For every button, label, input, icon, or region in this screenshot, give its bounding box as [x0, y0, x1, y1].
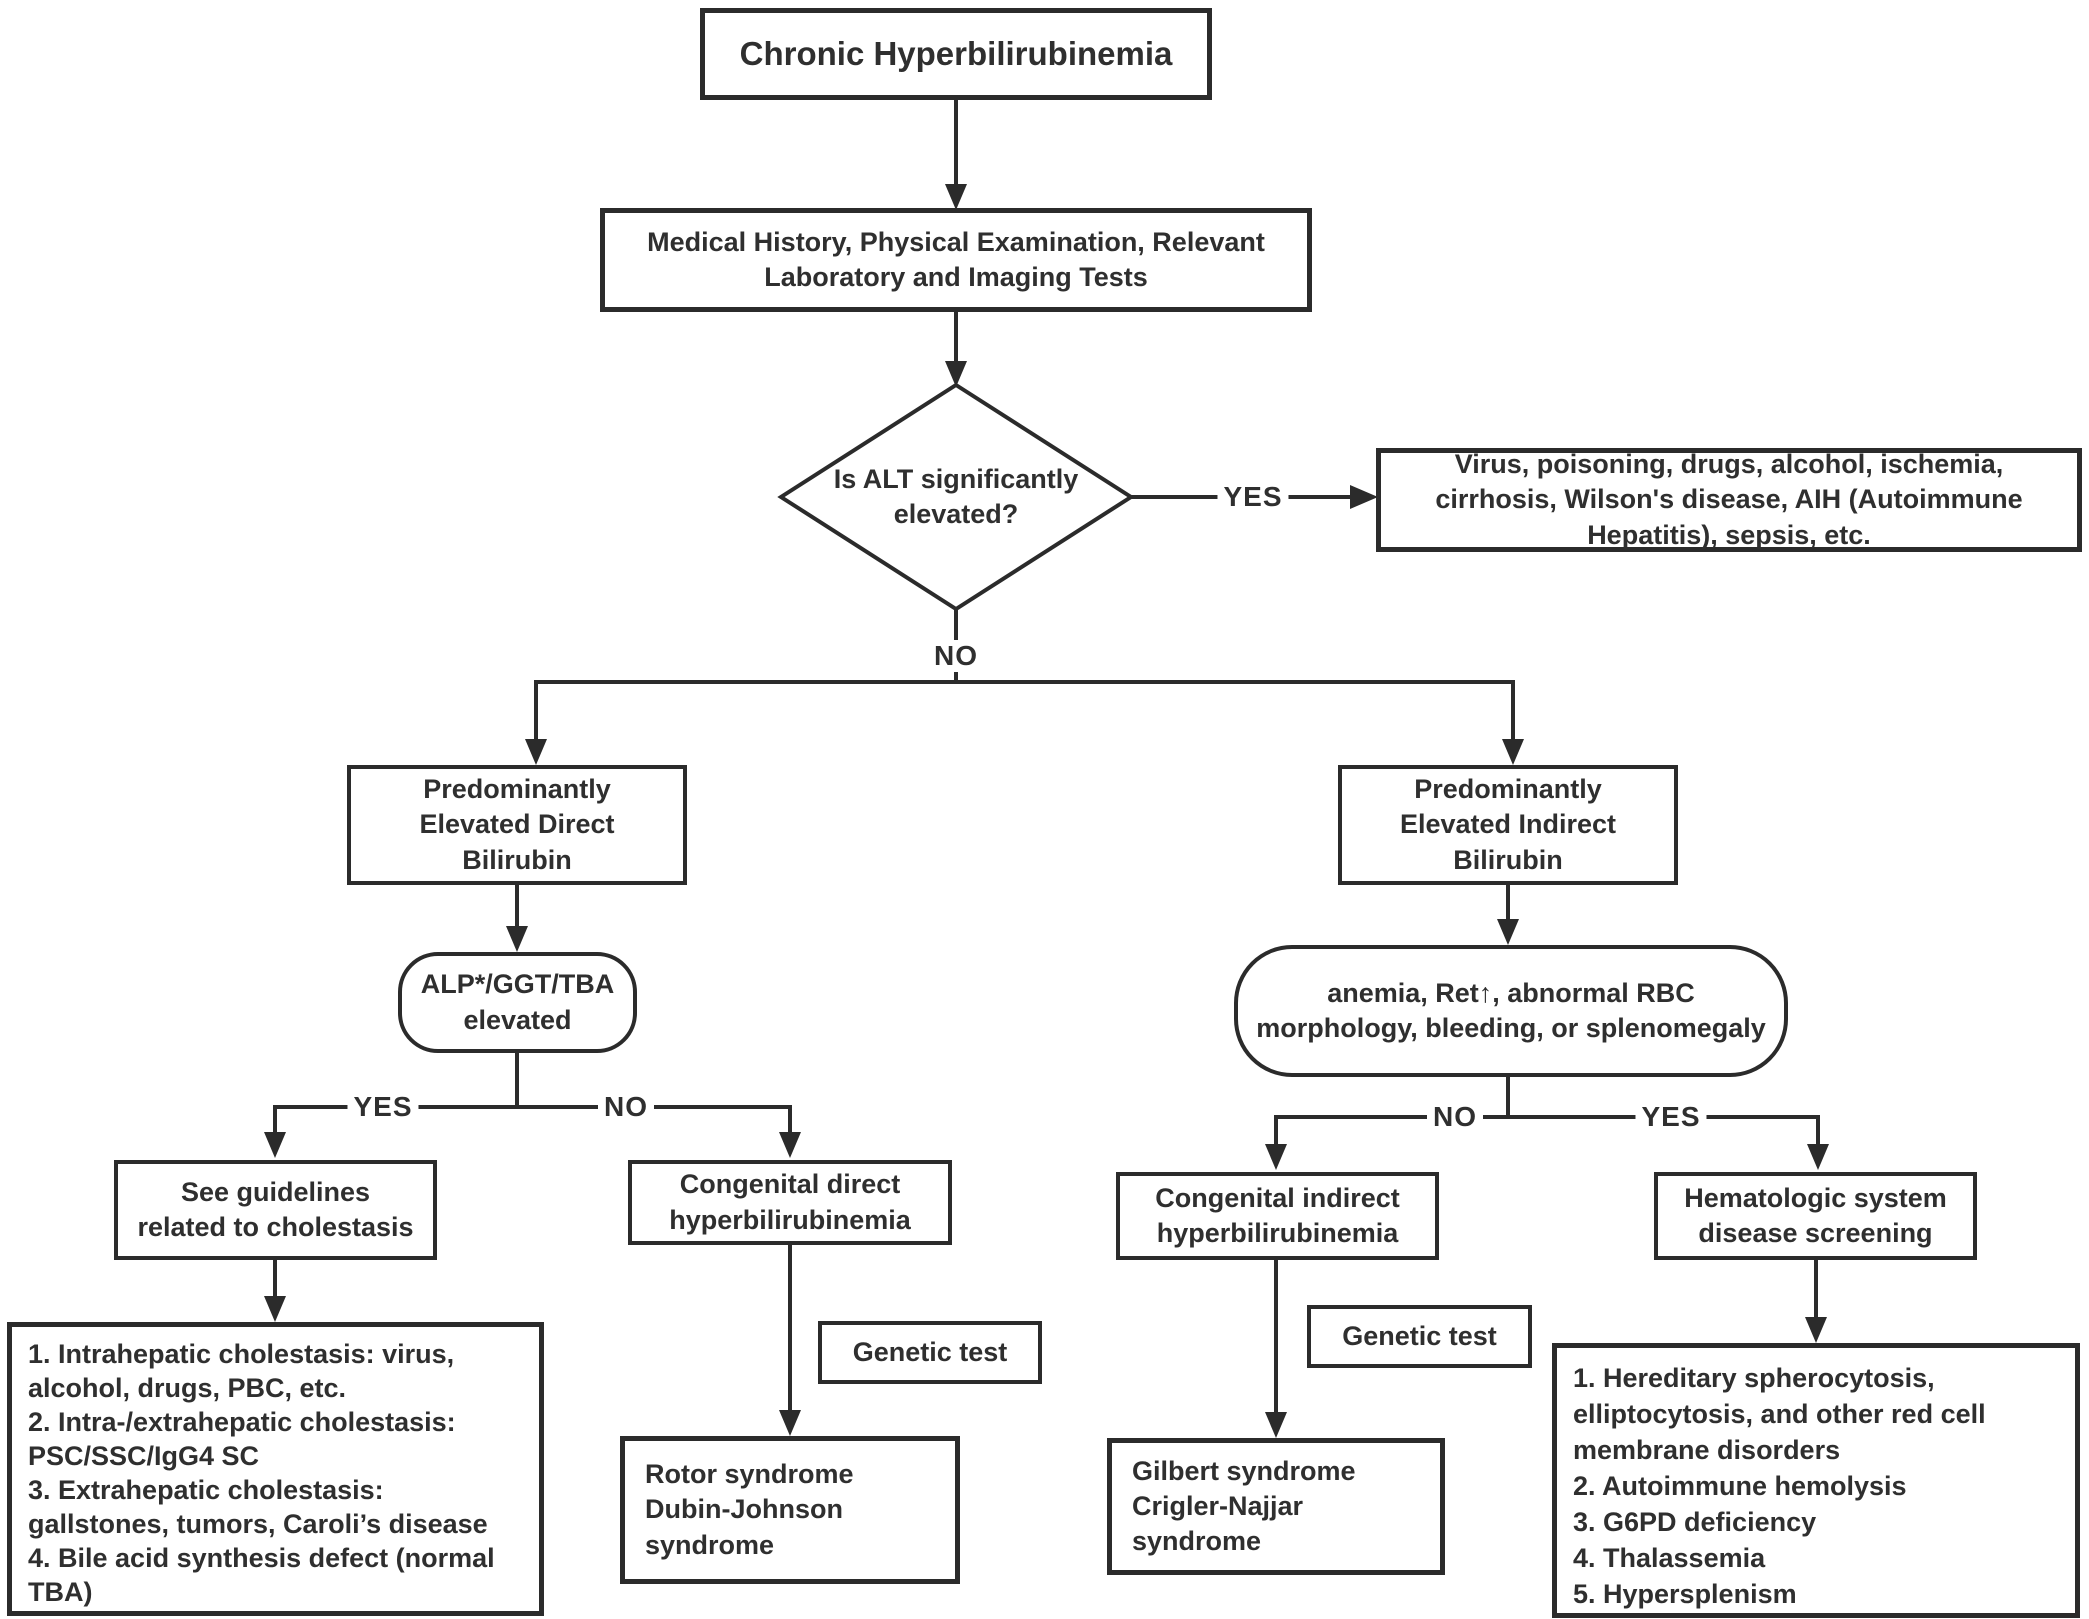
hematologic-screening-node: Hematologic system disease screening — [1654, 1172, 1977, 1260]
alp-no-label: NO — [598, 1091, 654, 1123]
gilbert-crigler-najjar-node: Gilbert syndrome Crigler-Najjar syndrome — [1107, 1438, 1445, 1575]
alp-yes-label: YES — [347, 1091, 419, 1123]
alt-question-text: Is ALT significantly elevated? — [833, 463, 1079, 529]
hepatocellular-causes-node: Virus, poisoning, drugs, alcohol, ischem… — [1376, 448, 2082, 552]
connector-hemolysis-split — [1265, 1062, 1829, 1170]
direct-bilirubin-node: Predominantly Elevated Direct Bilirubin — [347, 765, 687, 885]
congenital-indirect-node: Congenital indirect hyperbilirubinemia — [1116, 1172, 1439, 1260]
assessment-node: Medical History, Physical Examination, R… — [600, 208, 1312, 312]
arrow-assessment-to-question — [945, 312, 967, 387]
connector-alp-split — [264, 1053, 801, 1158]
alp-ggt-tba-node: ALP*/GGT/TBA elevated — [398, 952, 637, 1053]
genetic-test-right-node: Genetic test — [1307, 1305, 1532, 1368]
hemolysis-yes-label: YES — [1635, 1101, 1707, 1133]
indirect-bilirubin-node: Predominantly Elevated Indirect Bilirubi… — [1338, 765, 1678, 885]
arrow-guidelines-to-list — [264, 1260, 286, 1322]
hemolysis-no-label: NO — [1427, 1101, 1483, 1133]
genetic-test-left-node: Genetic test — [818, 1321, 1042, 1384]
alt-yes-label: YES — [1217, 481, 1289, 513]
connector-question-no-split — [525, 609, 1524, 765]
see-guidelines-node: See guidelines related to cholestasis — [114, 1160, 437, 1260]
arrow-congenital-direct-to-rotor — [779, 1245, 801, 1436]
hematologic-list-node: 1. Hereditary spherocytosis, elliptocyto… — [1552, 1343, 2080, 1618]
arrow-title-to-assessment — [945, 100, 967, 210]
cholestasis-list-node: 1. Intrahepatic cholestasis: virus, alco… — [7, 1322, 544, 1616]
arrow-hematologic-to-list — [1805, 1260, 1827, 1343]
title-node: Chronic Hyperbilirubinemia — [700, 8, 1212, 100]
hemolysis-signs-node: anemia, Ret↑, abnormal RBC morphology, b… — [1234, 945, 1788, 1077]
arrow-indirect-to-hemolysis — [1497, 885, 1519, 945]
alt-no-label: NO — [928, 640, 984, 672]
congenital-direct-node: Congenital direct hyperbilirubinemia — [628, 1160, 952, 1245]
rotor-dubin-johnson-node: Rotor syndrome Dubin-Johnson syndrome — [620, 1436, 960, 1584]
arrow-congenital-indirect-to-gilbert — [1265, 1260, 1287, 1438]
arrow-direct-to-alp — [506, 885, 528, 952]
